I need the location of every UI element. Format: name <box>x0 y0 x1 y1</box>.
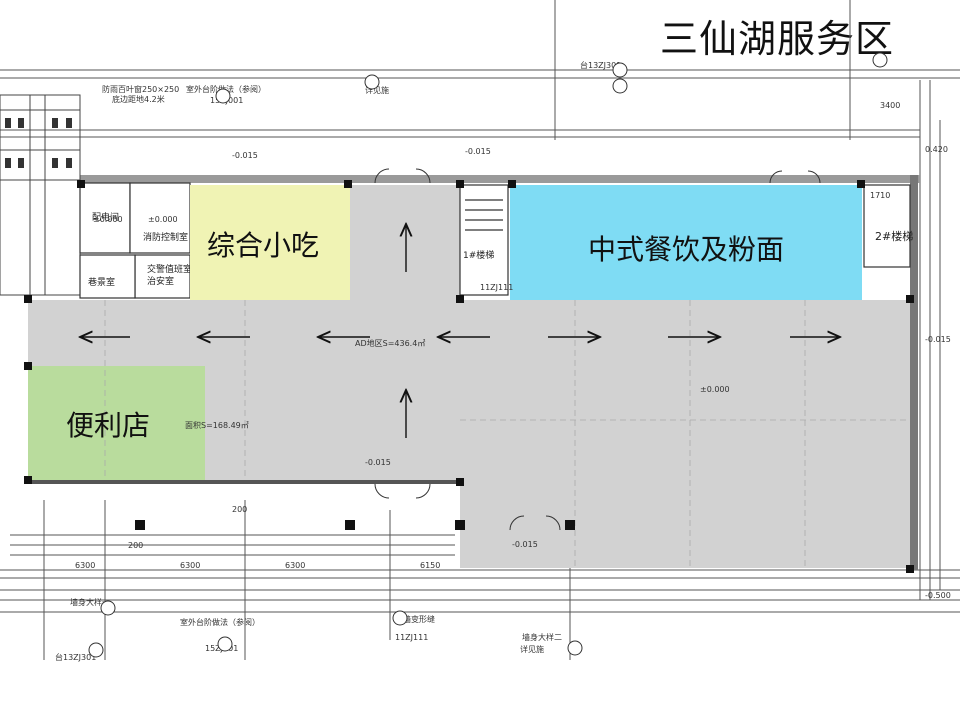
room-security: 交警值班室治安室 <box>147 263 192 287</box>
room-fire-control: 消防控制室 <box>143 231 188 243</box>
note-wall-detail-2: 墙身大样二 <box>522 632 562 642</box>
dim-1710: 1710 <box>870 191 890 200</box>
zone-convenience-store <box>28 366 205 480</box>
zone-convenience-store-label: 便利店 <box>66 409 151 442</box>
utility-rooms <box>79 182 191 299</box>
note-13zj301: 台13ZJ301 <box>580 60 621 70</box>
level-mid: -0.015 <box>365 458 391 467</box>
room-duty: 巷景室 <box>88 276 115 288</box>
dim-6300-b: 6300 <box>180 561 200 570</box>
level-zero-a: ±0.000 <box>93 215 123 224</box>
page-title: 三仙湖服务区 <box>660 17 895 61</box>
note-detail-top: 详见施 <box>365 85 389 95</box>
stair-2-label: 2#楼梯 <box>875 229 913 243</box>
zone-snack <box>190 185 350 300</box>
stair-2 <box>863 184 911 268</box>
area-store: 面积S=168.49㎡ <box>185 420 249 430</box>
dim-200-b: 200 <box>232 505 247 514</box>
wall-right <box>910 175 918 570</box>
dim-200-a: 200 <box>128 541 143 550</box>
zone-circulation-upper <box>350 185 460 303</box>
doors <box>374 168 821 531</box>
note-wall-detail-1: 墙身大样一 <box>70 597 110 607</box>
note-11zj111: 11ZJ111 <box>480 283 513 292</box>
columns <box>24 180 914 573</box>
note-expansion-joint: 外墙变形缝 <box>395 614 435 624</box>
stair-1 <box>459 184 509 296</box>
zone-circulation-lower <box>205 366 460 480</box>
zone-chinese-dining <box>510 185 862 300</box>
note-louver-height: 底边距地4.2米 <box>112 94 165 104</box>
note-steps-bottom: 室外台阶做法（参阅） <box>180 617 260 627</box>
stair-1-label: 1#楼梯 <box>463 249 494 261</box>
detail-markers <box>88 52 888 658</box>
wall-top <box>80 175 920 183</box>
dim-6150: 6150 <box>420 561 440 570</box>
dim-3400: 3400 <box>880 101 900 110</box>
note-detail-bottom: 详见施 <box>520 644 544 654</box>
zone-circulation-right <box>460 300 910 568</box>
level-plus: 0.420 <box>925 145 948 154</box>
flow-arrows <box>80 224 840 438</box>
level-top: -0.015 <box>232 151 258 160</box>
wall-bottom <box>25 478 465 484</box>
level-zero-c: ±0.000 <box>700 385 730 394</box>
room-power: 配电间 <box>92 211 119 223</box>
area-main: AD地区S=436.4㎡ <box>355 338 425 348</box>
note-steps: 室外台阶做法（参阅） <box>186 84 266 94</box>
dim-6300-c: 6300 <box>285 561 305 570</box>
level-low: -0.500 <box>925 591 951 600</box>
note-13zj301-bottom: 台13ZJ301 <box>55 652 96 662</box>
level-zero-b: ±0.000 <box>148 215 178 224</box>
toilet-stalls <box>5 118 72 168</box>
dim-6300-a: 6300 <box>75 561 95 570</box>
zone-snack-label: 综合小吃 <box>207 229 320 262</box>
note-expansion-code: 11ZJ111 <box>395 633 428 642</box>
note-louver: 防雨百叶窗250×250 <box>102 84 179 94</box>
level-top-right: -0.015 <box>465 147 491 156</box>
level-right: -0.015 <box>925 335 951 344</box>
construction-lines <box>0 0 960 660</box>
level-bottom: -0.015 <box>512 540 538 549</box>
zone-chinese-dining-label: 中式餐饮及粉面 <box>588 233 785 266</box>
